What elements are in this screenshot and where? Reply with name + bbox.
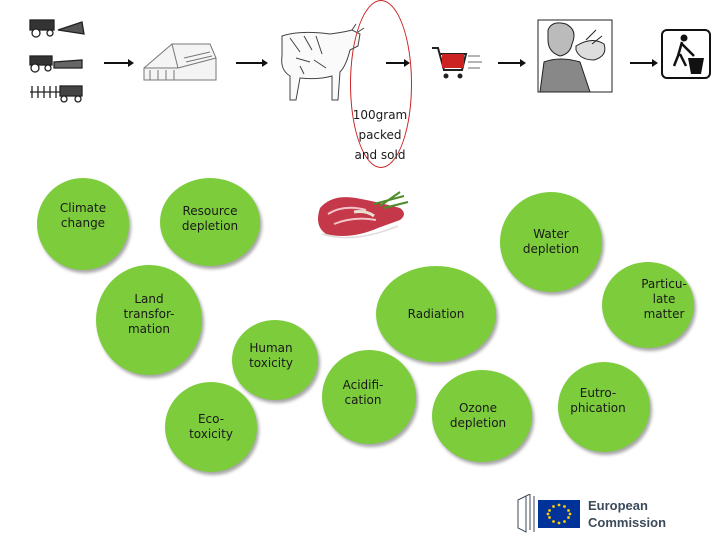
barn-icon xyxy=(143,43,217,81)
european-commission-logo xyxy=(517,494,580,533)
farming-machinery-icon xyxy=(29,19,85,103)
impact-label: Eutro- phication xyxy=(570,386,626,415)
impact-circle-water-depletion: Water depletion xyxy=(500,192,602,292)
impact-label: Water depletion xyxy=(522,227,580,256)
waste-bin-icon xyxy=(661,29,711,79)
highlight-caption: 100gram packed and sold xyxy=(352,108,408,162)
flow-arrow-icon xyxy=(104,59,134,67)
flow-arrow-icon xyxy=(498,59,526,67)
impact-circle-ozone-depletion: Ozone depletion xyxy=(432,370,532,462)
impact-circle-land-transformation: Land transfor- mation xyxy=(96,265,202,375)
impact-label: Resource depletion xyxy=(181,204,239,233)
highlight-oval xyxy=(350,0,412,168)
lifecycle-strip xyxy=(29,19,711,103)
impact-circle-eutrophication: Eutro- phication xyxy=(558,362,650,452)
impact-label: Land transfor- mation xyxy=(123,291,175,336)
impact-circle-resource-depletion: Resource depletion xyxy=(160,178,260,266)
impact-label: Particu- late matter xyxy=(641,276,687,321)
impact-label: Acidifi- cation xyxy=(342,378,384,407)
flow-arrow-icon xyxy=(630,59,658,67)
impact-label: Climate change xyxy=(59,201,107,230)
impact-circle-acidification: Acidifi- cation xyxy=(322,350,416,444)
flow-arrow-icon xyxy=(236,59,268,67)
person-eating-icon xyxy=(537,19,613,93)
impact-circle-eco-toxicity: Eco- toxicity xyxy=(165,382,257,472)
impact-circle-human-toxicity: Human toxicity xyxy=(232,320,318,400)
shopping-cart-icon xyxy=(432,47,482,79)
european-commission-wordmark: European Commission xyxy=(588,498,667,530)
impact-circle-climate-change: Climate change xyxy=(37,178,129,270)
impact-label: Eco- toxicity xyxy=(189,412,233,441)
impact-label: Radiation xyxy=(407,306,465,321)
meat-steak-icon xyxy=(318,191,409,239)
impact-label: Ozone depletion xyxy=(449,401,507,430)
impact-circle-particulate-matter: Particu- late matter xyxy=(602,262,694,348)
impact-circle-radiation: Radiation xyxy=(376,266,496,362)
impact-label: Human toxicity xyxy=(249,341,293,370)
